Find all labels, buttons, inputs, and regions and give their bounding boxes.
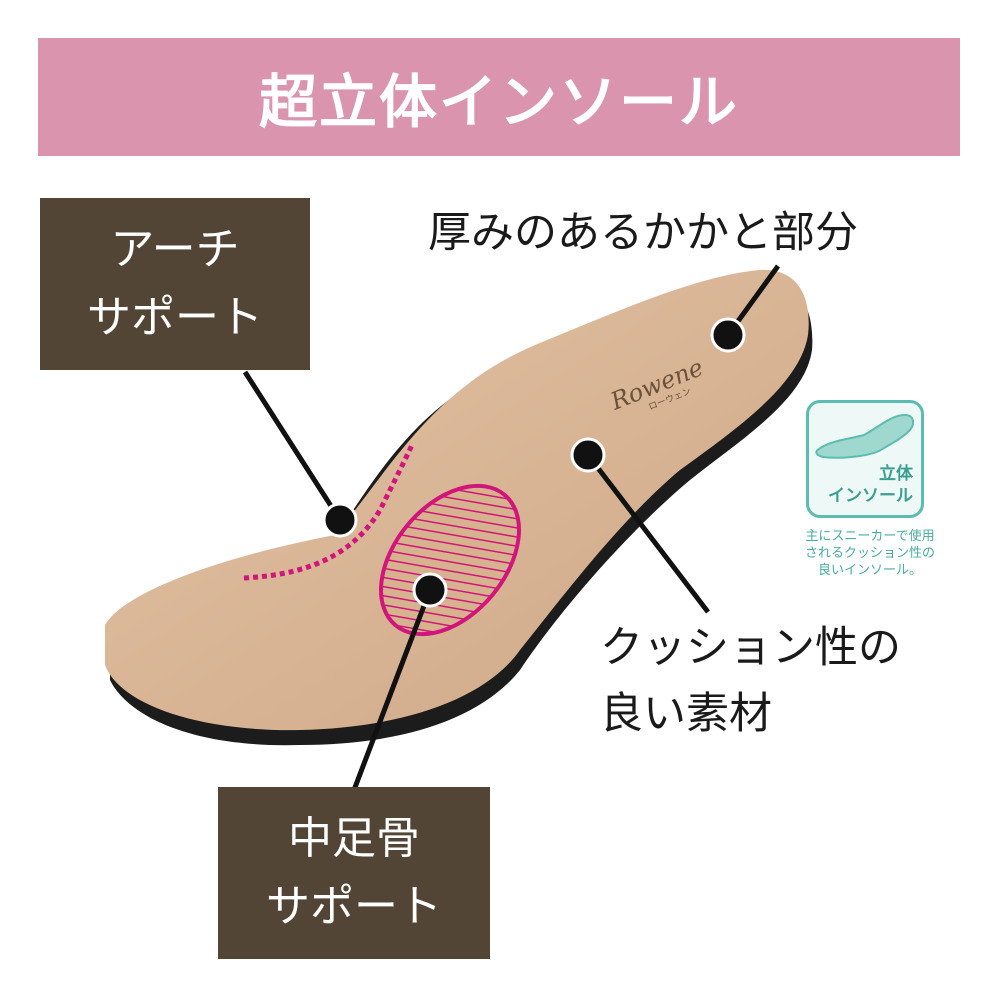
metatarsal-support-line1: 中足骨 — [288, 813, 420, 864]
metatarsal-support-label: 中足骨 サポート — [218, 787, 490, 959]
cushion-label: クッション性の 良い素材 — [600, 615, 901, 747]
arch-callout — [242, 370, 358, 538]
cushion-line2: 良い素材 — [600, 689, 772, 739]
header-banner: 超立体インソール — [38, 38, 960, 156]
badge-note-line3: 良いインソール。 — [817, 563, 922, 578]
badge-line1: 立体 — [879, 464, 913, 484]
badge-line2: インソール — [828, 486, 913, 506]
arch-support-label: アーチ サポート — [40, 198, 310, 370]
arch-support-line1: アーチ — [110, 224, 240, 275]
arch-support-line2: サポート — [87, 292, 263, 343]
cushion-callout — [570, 437, 710, 614]
badge-note: 主にスニーカーで使用 されるクッション性の 良いインソール。 — [784, 528, 956, 579]
arch-outline — [243, 443, 415, 581]
metatarsal-callout — [351, 572, 448, 791]
metatarsal-support-line2: サポート — [266, 881, 442, 932]
insole-icon — [815, 413, 915, 459]
heel-label: 厚みのあるかかと部分 — [428, 208, 858, 258]
heel-callout — [710, 264, 781, 353]
badge-note-line2: されるクッション性の — [804, 546, 935, 561]
page-title: 超立体インソール — [258, 68, 739, 136]
badge-note-line1: 主にスニーカーで使用 — [805, 529, 935, 544]
3d-insole-badge: 立体 インソール — [806, 400, 924, 518]
cushion-line1: クッション性の — [600, 623, 901, 673]
